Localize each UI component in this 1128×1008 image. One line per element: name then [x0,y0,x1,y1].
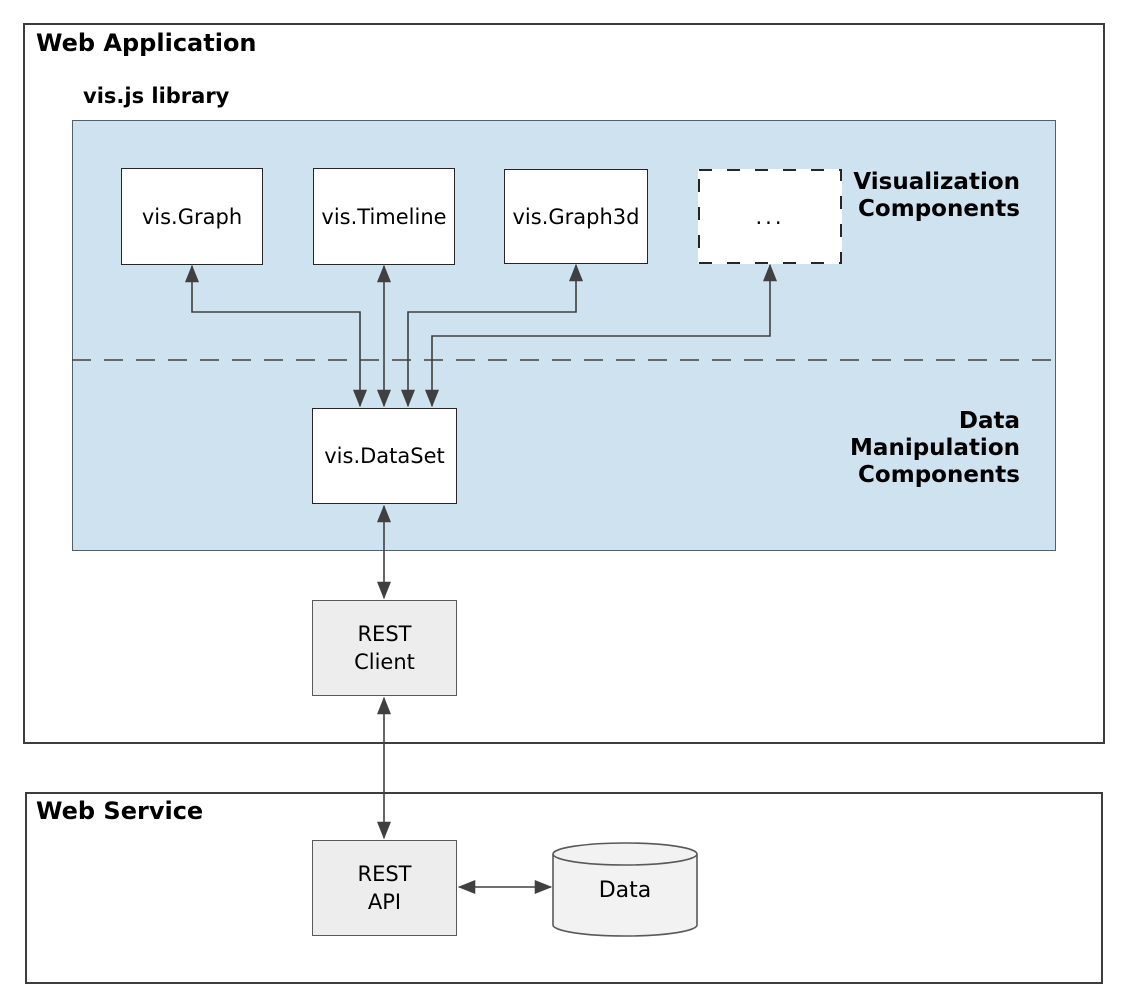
visualization-components-label: Visualization Components [853,169,1020,222]
vis-timeline-box: vis.Timeline [313,168,455,265]
data-manipulation-components-label: Data Manipulation Components [850,408,1020,488]
rest-api-box: REST API [312,840,457,936]
more-components-box: ... [698,169,842,264]
data-store-label: Data [598,877,652,903]
rest-client-box: REST Client [312,600,457,696]
visjs-library-title: vis.js library [83,84,230,108]
web-service-title: Web Service [36,797,204,825]
vis-graph3d-box: vis.Graph3d [504,169,648,264]
vis-dataset-box: vis.DataSet [312,408,457,504]
vis-graph-box: vis.Graph [121,168,263,265]
web-application-title: Web Application [36,29,257,57]
